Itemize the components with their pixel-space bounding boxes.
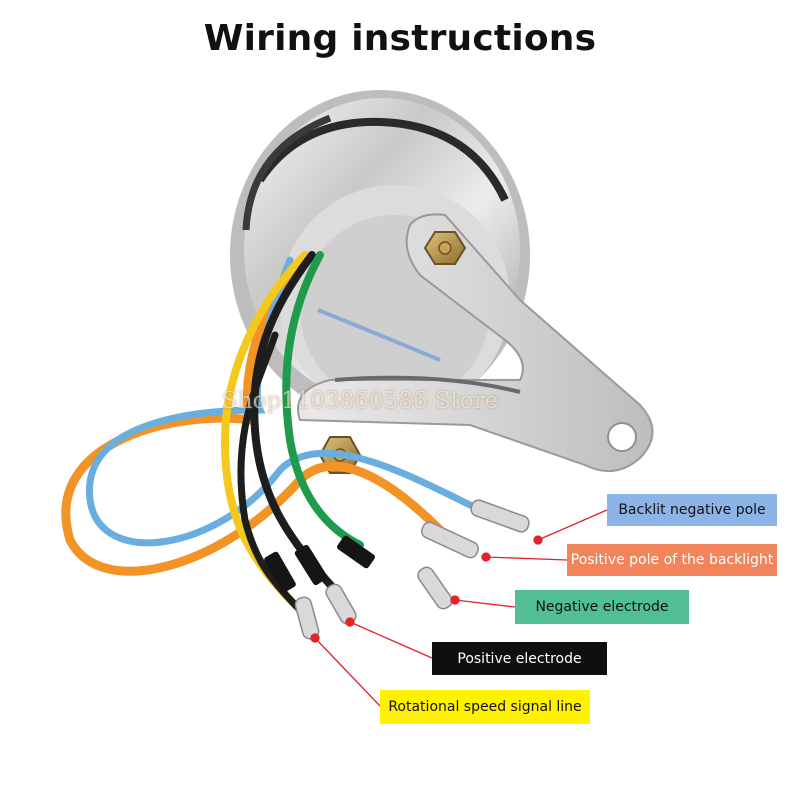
pointer-negative-electrode: [454, 599, 516, 608]
pointer-positive-electrode: [349, 621, 433, 659]
label-negative-electrode: Negative electrode: [515, 590, 689, 624]
connector-orange: [420, 521, 480, 559]
sleeves: [264, 535, 375, 593]
wires: [61, 251, 474, 619]
pointer-lines: [310, 509, 608, 707]
pointer-backlit-negative: [537, 509, 608, 541]
page-title: Wiring instructions: [203, 18, 597, 59]
black-wire-2: [237, 331, 309, 619]
label-backlit-negative-pole: Backlit negative pole: [607, 494, 777, 526]
connector-green: [417, 566, 453, 610]
black-wire: [250, 251, 339, 594]
pointer-backlight-positive: [485, 556, 568, 561]
connectors: [294, 499, 530, 640]
connector-blue: [470, 499, 530, 533]
label-positive-electrode: Positive electrode: [432, 642, 607, 675]
label-backlight-positive-pole: Positive pole of the backlight: [567, 544, 777, 576]
nut-top: [423, 231, 467, 265]
store-watermark: Shop1103860586 Store: [222, 388, 499, 414]
mounting-bracket: [297, 213, 654, 473]
orange-wire: [61, 260, 445, 576]
gauge-housing: [230, 90, 530, 420]
label-rotational-speed-signal-line: Rotational speed signal line: [380, 690, 590, 724]
pointer-rpm-signal: [314, 637, 381, 707]
green-wire: [282, 251, 364, 549]
